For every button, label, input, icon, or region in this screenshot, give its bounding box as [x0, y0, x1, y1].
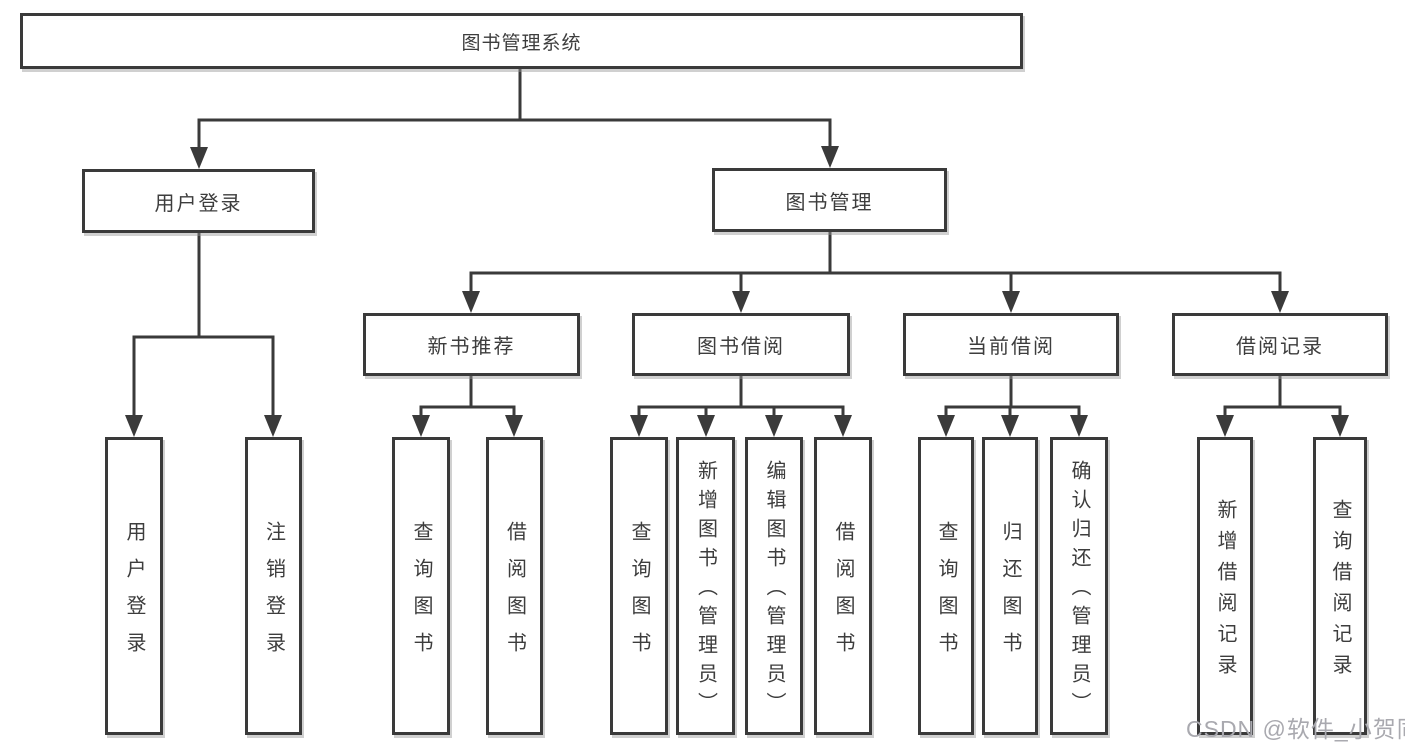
leaf-confirm-return-admin-label: 确认归还（管理员）: [1068, 460, 1090, 721]
leaf-borrow-books-recommend-label: 借阅图书: [503, 520, 526, 669]
node-book-management: 图书管理: [712, 168, 947, 232]
leaf-borrow-books-label: 借阅图书: [832, 520, 854, 669]
leaf-borrow-books: 借阅图书: [814, 437, 872, 735]
node-book-borrow: 图书借阅: [632, 313, 850, 376]
node-borrow-records: 借阅记录: [1172, 313, 1388, 376]
leaf-logout-label: 注销登录: [262, 520, 285, 669]
leaf-add-book-admin: 新增图书（管理员）: [676, 437, 735, 735]
leaf-borrow-books-recommend: 借阅图书: [486, 437, 543, 735]
leaf-logout: 注销登录: [245, 437, 302, 735]
leaf-query-borrow-record: 查询借阅记录: [1313, 437, 1367, 735]
leaf-query-borrow-record-label: 查询借阅记录: [1329, 498, 1351, 685]
leaf-user-login: 用户登录: [105, 437, 163, 735]
watermark: CSDN @软件_小贺同学: [1186, 716, 1405, 742]
node-root-label: 图书管理系统: [461, 32, 582, 54]
leaf-add-book-admin-label: 新增图书（管理员）: [694, 460, 717, 721]
leaf-query-books-borrow-label: 查询图书: [628, 520, 650, 669]
node-new-book-recommend: 新书推荐: [363, 313, 580, 376]
node-user-login-label: 用户登录: [154, 192, 243, 215]
leaf-query-books-current: 查询图书: [918, 437, 974, 735]
leaf-add-borrow-record-label: 新增借阅记录: [1214, 498, 1236, 685]
leaf-return-book: 归还图书: [982, 437, 1038, 735]
leaf-query-books-current-label: 查询图书: [935, 520, 957, 669]
node-user-login: 用户登录: [82, 169, 315, 233]
leaf-return-book-label: 归还图书: [999, 520, 1021, 669]
node-book-management-label: 图书管理: [785, 191, 874, 214]
node-borrow-records-label: 借阅记录: [1236, 336, 1324, 358]
leaf-edit-book-admin-label: 编辑图书（管理员）: [763, 460, 785, 721]
node-new-book-recommend-label: 新书推荐: [427, 336, 516, 358]
leaf-query-books-recommend-label: 查询图书: [410, 520, 432, 669]
leaf-add-borrow-record: 新增借阅记录: [1197, 437, 1253, 735]
leaf-query-books-recommend: 查询图书: [392, 437, 450, 735]
leaf-user-login-label: 用户登录: [123, 520, 145, 669]
node-current-borrow: 当前借阅: [903, 313, 1119, 376]
leaf-confirm-return-admin: 确认归还（管理员）: [1050, 437, 1108, 735]
leaf-query-books-borrow: 查询图书: [610, 437, 668, 735]
node-root: 图书管理系统: [20, 13, 1023, 69]
node-book-borrow-label: 图书借阅: [697, 336, 785, 358]
node-current-borrow-label: 当前借阅: [967, 336, 1055, 358]
leaf-edit-book-admin: 编辑图书（管理员）: [745, 437, 803, 735]
